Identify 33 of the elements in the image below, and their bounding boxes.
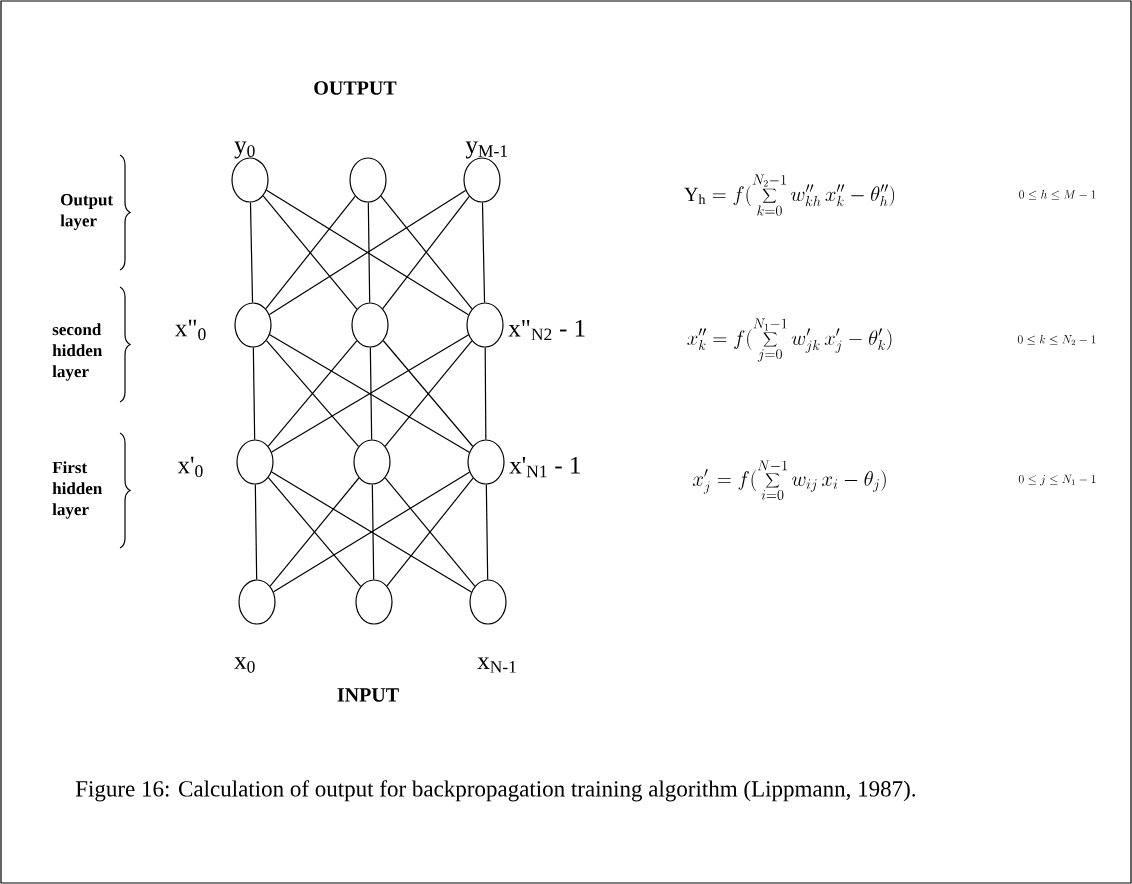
- neuron-label: x$_{0}$: [234, 657, 255, 673]
- connection-line: [249, 202, 254, 303]
- range-formula: $0\le j\le N_1-1$: [1018, 474, 1096, 486]
- heading: OUTPUT: [314, 81, 397, 95]
- connection-line: [481, 202, 486, 303]
- neuron-label: y$_{M-1}$: [465, 141, 507, 159]
- neuron-circle: [351, 302, 389, 348]
- neuron-label: x$_{N-1}$: [477, 657, 516, 673]
- neuron-circle: [353, 439, 391, 485]
- neuron-circle: [349, 157, 387, 203]
- neuron-label: x'$_{N1}$ - 1: [509, 456, 580, 478]
- neuron-label: y$_{0}$: [234, 141, 255, 159]
- connection-line: [252, 347, 256, 440]
- layer-label: second hidden layer: [52, 323, 102, 381]
- formula: $\mathrm{Y}_{\mathrm{h}}=f\Bigl(\sum_{k=0}^{N_2-1} w''_{kh}\, x''_{k} - \theta''_{h}\Bigr)$: [684, 174, 895, 216]
- neuron-label: x'$_{0}$: [177, 456, 203, 478]
- connection-line: [254, 484, 258, 580]
- heading: INPUT: [337, 688, 399, 702]
- connection-line: [485, 484, 489, 580]
- neuron-label: x"$_{0}$: [175, 319, 206, 341]
- connection-line: [371, 484, 375, 580]
- neuron-label: x"$_{N2}$ - 1: [508, 319, 585, 341]
- connection-line: [367, 202, 371, 303]
- formula: $x''_{k}=f\Bigl(\sum_{j=0}^{N_1-1} w'_{jk}\, x'_{j} - \theta'_{k}\Bigr)$: [687, 318, 892, 362]
- layer-label: Output layer: [60, 194, 114, 230]
- range-formula: $0\le h\le M-1$: [1019, 190, 1096, 200]
- range-formula: $0\le k\le N_2-1$: [1017, 334, 1096, 346]
- neuron-circle: [355, 579, 393, 625]
- formula: $x'_{j}=f\Bigl(\sum_{i=0}^{N-1} w_{ij}\, x_{i} - \theta_{j}\Bigr)$: [692, 460, 886, 500]
- connection-line: [484, 347, 487, 440]
- layer-label: First hidden layer: [52, 461, 102, 519]
- caption: Figure 16: Calculation of output for backpropagation training algorithm (Lippmann, 1987).: [75, 780, 916, 802]
- connection-line: [369, 347, 373, 440]
